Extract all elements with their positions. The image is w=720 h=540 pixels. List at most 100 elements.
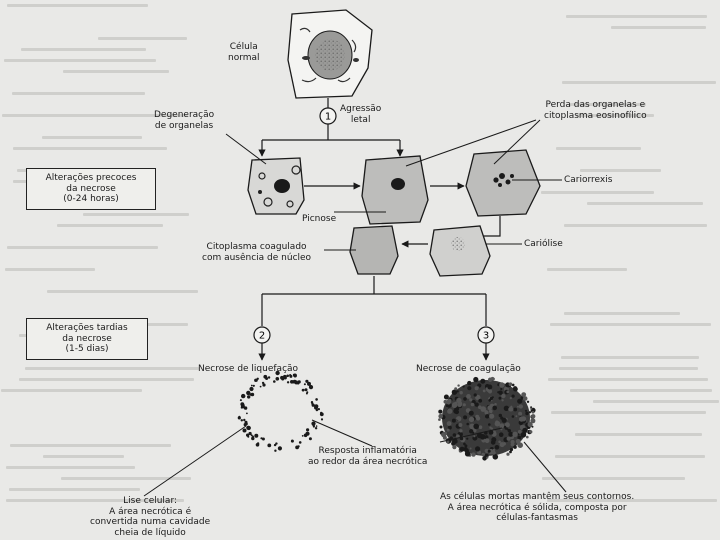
label-organelle-degeneration: Degeneração de organelas (154, 110, 215, 131)
ghost-cell-dot (453, 408, 459, 414)
step-1-number: 1 (325, 112, 331, 123)
inflammatory-cell-dot (301, 388, 305, 392)
ghost-cell-dot (509, 447, 514, 452)
ghost-cell-dot (452, 433, 457, 437)
step-3-number: 3 (483, 331, 489, 342)
label-liquefactive-necrosis: Necrose de liquefação (198, 364, 299, 374)
ghost-cell-dot (474, 402, 479, 407)
inflammatory-cell-dot (311, 403, 315, 407)
ghost-cell-dot (486, 456, 489, 459)
ghost-cell-dot (487, 405, 492, 411)
ghost-cell-dot (471, 452, 476, 457)
ghost-cell-dot (467, 386, 472, 391)
ghost-cell-dot (464, 444, 468, 448)
inflammatory-cell-dot (274, 449, 277, 452)
ghost-cell-dot (456, 416, 460, 421)
ghost-cell-dot (469, 398, 473, 402)
inflammatory-cell-dot (277, 446, 282, 451)
ghost-cell-dot (517, 429, 522, 434)
ghost-cell-dot (525, 411, 529, 416)
inflammatory-cell-dot (243, 406, 248, 410)
ghost-cell-dot (510, 439, 515, 445)
ghost-cell-dot (476, 396, 480, 400)
ghost-cell-dot (459, 391, 463, 395)
ghost-cell-dot (468, 410, 474, 416)
ghost-cell-dot (441, 432, 447, 438)
inflammatory-cell-dot (241, 403, 245, 408)
ghost-cell-dot (511, 415, 515, 418)
pointer-organelle-loss-2 (493, 119, 541, 165)
ghost-cell-dot (482, 456, 487, 461)
inflammatory-cell-dot (265, 377, 269, 380)
inflammatory-cell-dot (252, 384, 255, 387)
ghost-cell-dot (459, 446, 465, 452)
ghost-cell-dot (478, 405, 482, 410)
ghost-cell-dot (455, 441, 458, 444)
ghost-cell-dot (469, 423, 475, 430)
inflammatory-cell-dot (249, 386, 254, 392)
label-karyorrhexis: Cariorrexis (564, 175, 613, 185)
ghost-cell-dot (463, 397, 467, 401)
ghost-cell-dot (492, 448, 496, 452)
ghost-cell-dot (463, 415, 468, 420)
ghost-cell-dot (476, 416, 481, 421)
ghost-cell-dot (491, 437, 497, 443)
pointer-inflammatory-right (439, 427, 503, 443)
ghost-cell-dot (513, 445, 517, 449)
inflammatory-cell-dot (248, 431, 252, 436)
ghost-cell-dot (508, 382, 513, 387)
ghost-cell-dot (499, 382, 505, 388)
pointer-lysis (143, 425, 247, 497)
ghost-cell-dot (485, 414, 490, 419)
ghost-cell-dot (508, 431, 514, 437)
ghost-cell-dot (462, 403, 466, 407)
inflammatory-cell-dot (308, 437, 312, 441)
label-lethal-injury: Agressão letal (340, 104, 382, 125)
inflammatory-cell-dot (290, 380, 294, 384)
anucleate-cell (349, 225, 399, 275)
ghost-cell-dot (454, 387, 458, 391)
ghost-cell-dot (521, 392, 527, 397)
ghost-cell-dot (498, 432, 504, 438)
inflammatory-cell-dot (307, 381, 311, 386)
inflammatory-cell-dot (275, 377, 280, 381)
ghost-cell-dot (459, 429, 463, 433)
ghost-cell-dot (531, 425, 534, 428)
ghost-cell-dot (524, 409, 528, 412)
inflammatory-cell-dot (246, 390, 251, 396)
ghost-cell-dot (526, 400, 530, 403)
ghost-cell-dot (518, 404, 524, 409)
branch-lines (262, 124, 400, 141)
pointer-dead-cells (523, 441, 567, 493)
ghost-cell-dot (443, 399, 448, 404)
ghost-cell-dot (512, 431, 518, 437)
ghost-cell-dot (513, 386, 518, 392)
label-dead-cells: As células mortas mantêm seus contornos.… (440, 492, 635, 523)
ghost-cell-dot (469, 447, 472, 450)
ghost-cell-dot (466, 437, 469, 440)
ghost-cell-dot (490, 427, 494, 430)
inflammatory-cell-dot (261, 381, 265, 385)
ghost-cell-dot (439, 425, 443, 429)
ghost-cell-dot (506, 452, 510, 456)
ghost-cell-dot (472, 431, 475, 434)
ghost-cell-dot (492, 405, 498, 411)
ghost-cell-dot (451, 418, 456, 423)
ghost-cell-dot (501, 393, 506, 399)
ghost-cell-dot (501, 399, 504, 402)
ghost-cell-dot (488, 398, 492, 402)
inflammatory-cell-dot (281, 376, 285, 380)
karyorrhexis-cell (465, 149, 541, 217)
ghost-cell-dot (489, 413, 495, 419)
pointer-degeneration (225, 133, 267, 165)
ghost-cell-dot (481, 452, 485, 457)
liquefactive-necrosis-ring (237, 370, 324, 452)
ghost-cell-dot (495, 420, 499, 424)
inflammatory-cell-dot (273, 443, 277, 447)
ghost-cell-dot (517, 433, 520, 436)
inflammatory-cell-dot (262, 383, 266, 387)
inflammatory-cell-dot (305, 392, 308, 395)
ghost-cell-dot (503, 405, 510, 411)
ghost-cell-dot (517, 405, 519, 408)
step-2-number: 2 (259, 331, 265, 342)
